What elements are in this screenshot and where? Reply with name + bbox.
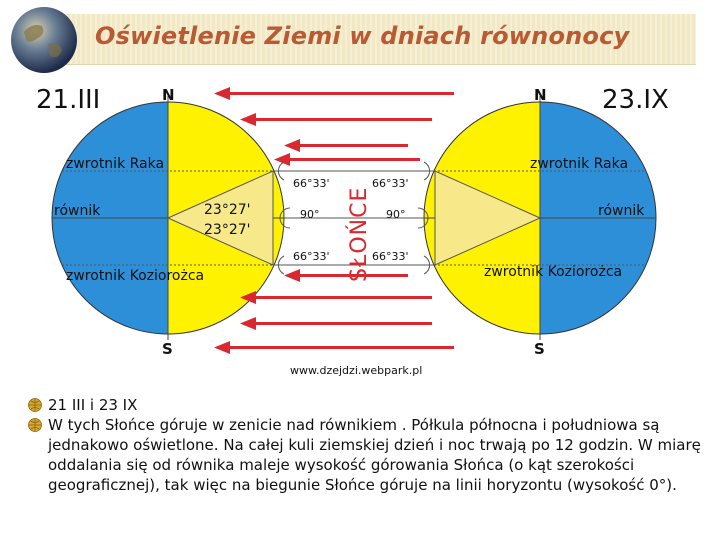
right-tropic-cancer-label: zwrotnik Raka xyxy=(530,156,628,172)
title-bar xyxy=(30,14,696,65)
left-tropic-cancer-label: zwrotnik Raka xyxy=(66,156,164,172)
equinox-diagram: 21.III 23.IX N N S S zwrotnik Raka równi… xyxy=(36,85,669,377)
left-date-label: 21.III xyxy=(36,85,100,115)
ray-lines xyxy=(273,161,435,275)
left-tropic-capricorn-label: zwrotnik Koziorożca xyxy=(66,268,204,284)
source-credit: www.dzejdzi.webpark.pl xyxy=(290,364,422,377)
sun-rays xyxy=(214,87,454,354)
ray-arrow xyxy=(284,269,408,282)
globe-bullet-icon xyxy=(28,418,42,432)
ray-arrow xyxy=(240,317,432,330)
ray-arrow xyxy=(240,291,432,304)
bullet-text: W tych Słońce góruje w zenicie nad równi… xyxy=(48,416,701,494)
left-angle-upper-label: 23°27' xyxy=(204,202,250,218)
right-angle-middle: 90° xyxy=(386,208,406,221)
left-angle-wedge xyxy=(166,170,274,266)
right-angle-top: 66°33' xyxy=(372,177,409,190)
page-title: Oświetlenie Ziemi w dniach równonocy xyxy=(95,22,630,50)
right-south-label: S xyxy=(534,340,545,358)
ray-arrow xyxy=(214,341,454,354)
right-date-label: 23.IX xyxy=(602,85,669,115)
sun-label: SŁOŃCE xyxy=(346,187,372,282)
ray-arrow xyxy=(284,139,408,152)
ray-arrow xyxy=(240,113,432,126)
bullet-list: 21 III i 23 IX W tych Słońce góruje w ze… xyxy=(28,395,718,495)
right-equator-label: równik xyxy=(598,203,645,219)
ray-arrow xyxy=(214,87,454,100)
left-angle-lower-label: 23°27' xyxy=(204,222,250,238)
right-north-label: N xyxy=(534,86,547,104)
bullet-text: 21 III i 23 IX xyxy=(48,396,138,414)
list-item: W tych Słońce góruje w zenicie nad równi… xyxy=(28,415,718,495)
right-angle-bottom: 66°33' xyxy=(372,250,409,263)
right-tropic-capricorn-label: zwrotnik Koziorożca xyxy=(484,264,622,280)
right-angle-wedge xyxy=(434,170,542,266)
left-south-label: S xyxy=(162,340,173,358)
left-globe xyxy=(51,96,285,340)
ray-arrow xyxy=(274,153,420,166)
left-north-label: N xyxy=(162,86,175,104)
left-equator-label: równik xyxy=(54,203,101,219)
left-angle-top: 66°33' xyxy=(293,177,330,190)
left-angle-middle: 90° xyxy=(300,208,320,221)
list-item: 21 III i 23 IX xyxy=(28,395,718,415)
globe-logo-icon xyxy=(11,7,77,73)
left-angle-bottom: 66°33' xyxy=(293,250,330,263)
globe-bullet-icon xyxy=(28,398,42,412)
right-globe xyxy=(423,96,657,340)
